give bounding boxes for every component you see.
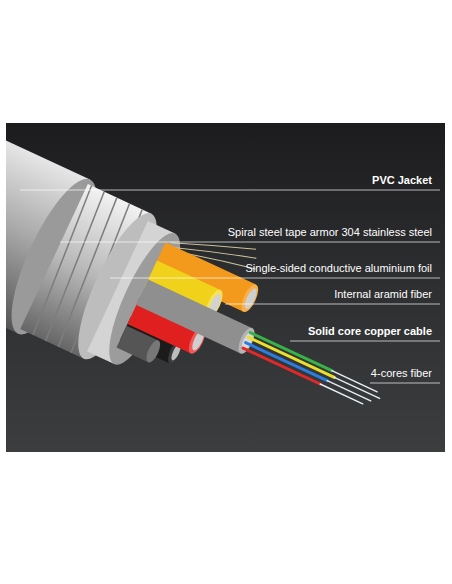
cable <box>6 123 415 452</box>
leader-lines <box>20 190 440 383</box>
part-label: Single-sided conductive aluminium foil <box>246 262 432 275</box>
part-label: PVC Jacket <box>372 174 432 187</box>
part-label: Internal aramid fiber <box>334 288 432 301</box>
part-label: Solid core copper cable <box>308 325 432 338</box>
part-label: Spiral steel tape armor 304 stainless st… <box>228 226 432 239</box>
part-label: 4-cores fiber <box>371 367 432 380</box>
